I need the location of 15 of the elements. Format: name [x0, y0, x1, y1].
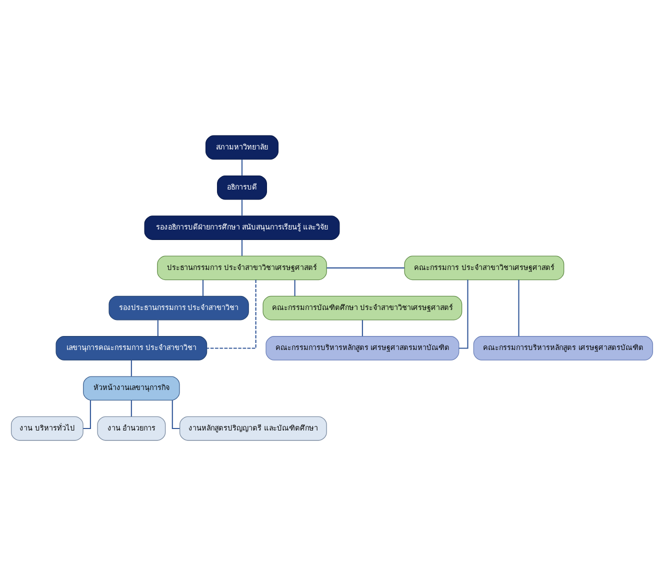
connector	[326, 267, 404, 268]
connector	[518, 280, 520, 336]
connector	[206, 280, 256, 349]
connector	[157, 320, 158, 336]
connector	[241, 200, 243, 216]
connector	[241, 160, 243, 176]
connector	[202, 280, 204, 296]
connector	[362, 320, 363, 336]
connector	[172, 400, 180, 430]
connector	[130, 360, 132, 376]
connector	[458, 280, 468, 349]
connector	[130, 400, 132, 416]
connector	[294, 280, 296, 296]
connector	[241, 240, 243, 256]
connector	[83, 400, 91, 430]
